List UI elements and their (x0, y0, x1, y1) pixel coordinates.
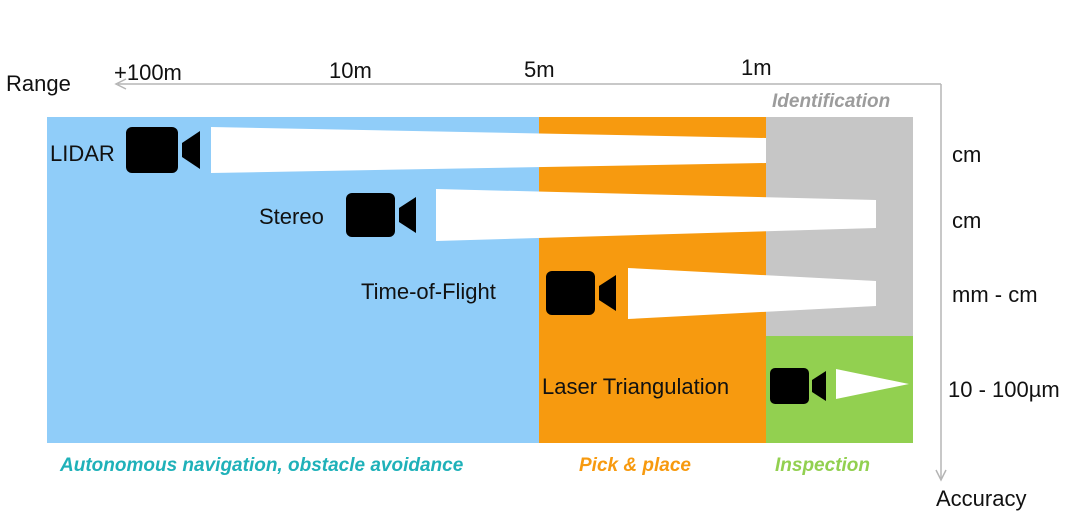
accuracy-axis (935, 84, 947, 482)
video-camera-icon (126, 127, 200, 173)
sensor-label-lidar: LIDAR (50, 141, 115, 166)
accuracy-value-stereo: cm (952, 208, 982, 233)
range-tick-1m: 1m (741, 55, 772, 80)
accuracy-value-laser-triangulation: 10 - 100µm (948, 377, 1060, 402)
zone-label-identification: Identification (772, 91, 891, 112)
tof-beam (628, 268, 876, 319)
video-camera-icon (770, 368, 826, 404)
zone-label-pick-and-place: Pick & place (579, 455, 691, 476)
accuracy-axis-label: Accuracy (936, 486, 1027, 511)
range-axis-label: Range (6, 71, 71, 96)
zone-label-inspection: Inspection (775, 455, 871, 476)
lidar-beam (211, 127, 766, 173)
range-tick-100m: +100m (114, 60, 182, 85)
video-camera-icon (346, 193, 416, 237)
stereo-beam (436, 189, 876, 241)
sensor-label-tof: Time-of-Flight (361, 279, 496, 304)
zone-label-autonomous-navigation: Autonomous navigation, obstacle avoidanc… (60, 455, 464, 476)
video-camera-icon (546, 271, 616, 315)
range-tick-5m: 5m (524, 57, 555, 82)
sensor-label-stereo: Stereo (259, 204, 324, 229)
accuracy-value-lidar: cm (952, 142, 982, 167)
sensor-label-laser-triangulation: Laser Triangulation (542, 374, 730, 399)
range-axis (114, 78, 941, 90)
accuracy-value-tof: mm - cm (952, 282, 1038, 307)
laser-triangulation-beam (836, 369, 909, 399)
range-tick-10m: 10m (329, 58, 372, 83)
